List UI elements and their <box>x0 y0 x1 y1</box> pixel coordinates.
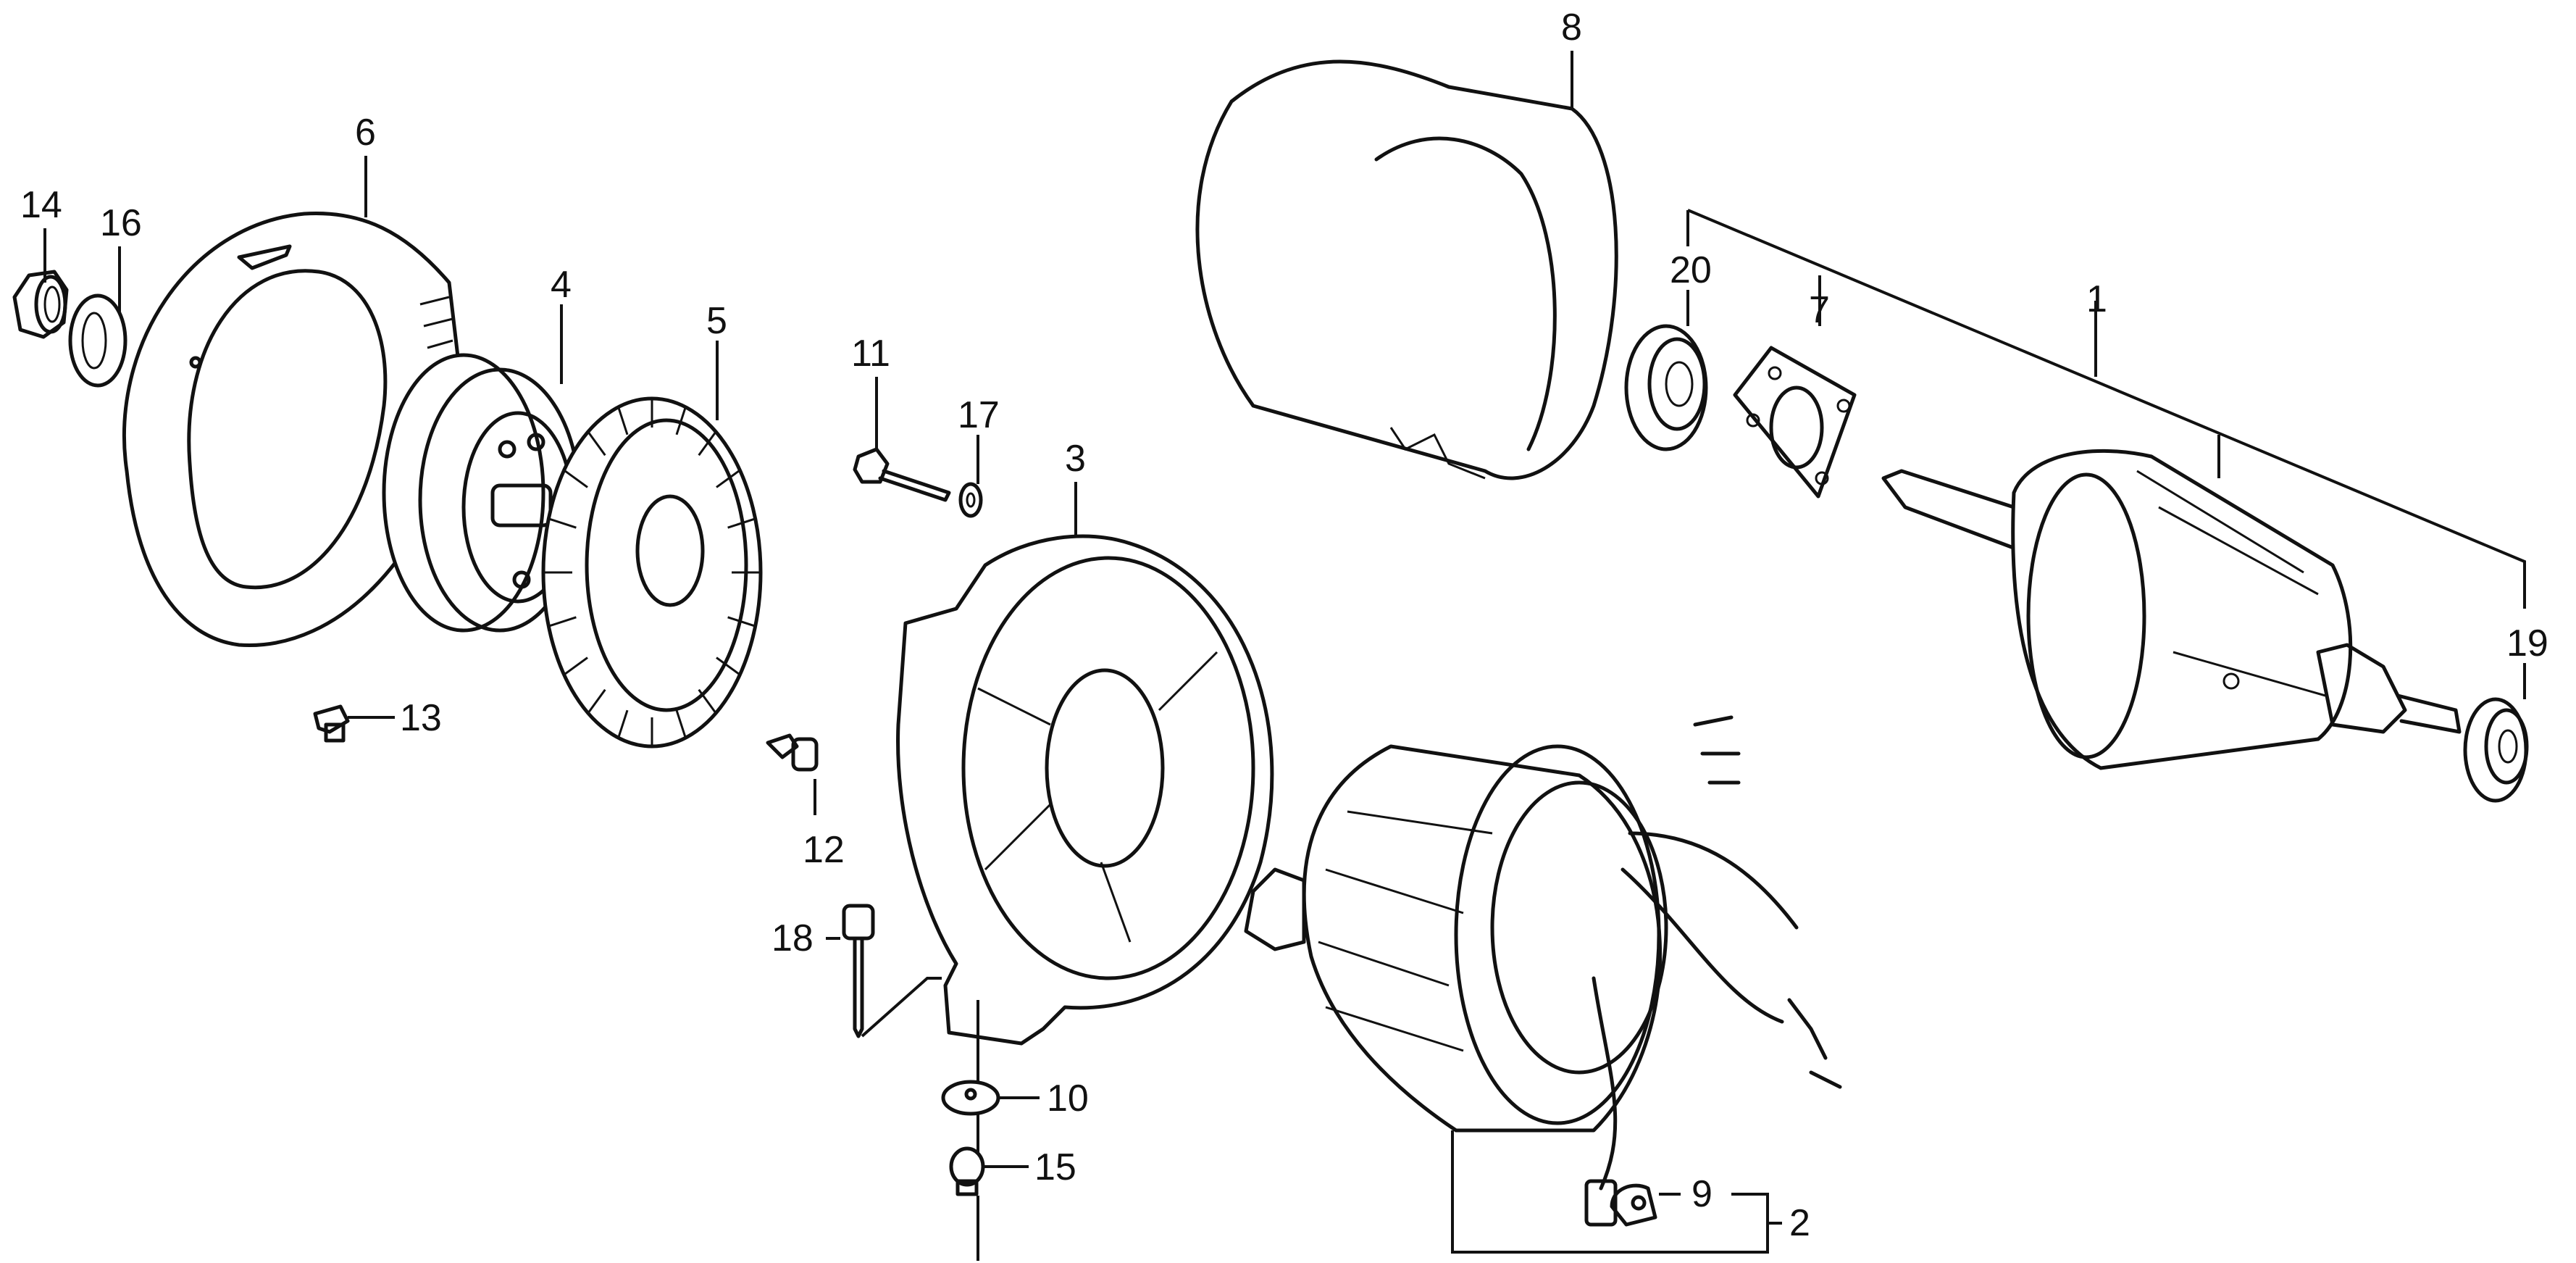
callout-6[interactable]: 6 <box>355 112 376 154</box>
fan-blade <box>727 517 756 529</box>
part-rear-bearing-19[interactable] <box>2463 697 2529 803</box>
fan-blades <box>543 399 761 746</box>
fan-blade <box>698 430 717 457</box>
callout-2[interactable]: 2 <box>1789 1202 1810 1244</box>
fan-blade <box>587 688 606 714</box>
callout-14[interactable]: 14 <box>20 184 62 226</box>
fan-blade <box>587 430 606 457</box>
part-front-bearing-20[interactable] <box>1624 324 1708 451</box>
part-cooling-fan-5[interactable] <box>541 396 763 749</box>
callout-19[interactable]: 19 <box>2506 622 2548 664</box>
fan-blade <box>675 407 687 435</box>
callout-11[interactable]: 11 <box>851 333 890 375</box>
part-rubber-mount-10[interactable] <box>941 1080 1000 1116</box>
callout-1[interactable]: 1 <box>2086 278 2107 320</box>
callout-20[interactable]: 20 <box>1670 249 1712 291</box>
part-rear-cover-band-8[interactable] <box>1195 59 1618 480</box>
part-wire-clamp-9[interactable] <box>1610 1183 1657 1227</box>
callout-12[interactable]: 12 <box>803 829 845 871</box>
fan-blade <box>727 616 756 628</box>
part-bolt-11[interactable] <box>853 447 951 502</box>
part-washer-16[interactable] <box>68 293 127 388</box>
callout-4[interactable]: 4 <box>551 264 572 306</box>
fan-blade <box>563 469 588 488</box>
callout-16[interactable]: 16 <box>100 202 142 244</box>
part-flange-nut-15[interactable] <box>949 1146 985 1196</box>
callout-13[interactable]: 13 <box>400 697 442 739</box>
part-rotor-assembly-1[interactable] <box>1881 449 2462 770</box>
fan-blade <box>548 517 577 529</box>
part-screw-13[interactable] <box>313 704 350 743</box>
fan-blade <box>548 616 577 628</box>
fan-blade <box>563 656 588 676</box>
part-screw-12[interactable] <box>766 733 819 772</box>
part-bearing-holder-plate-7[interactable] <box>1733 346 1857 499</box>
callout-15[interactable]: 15 <box>1034 1146 1076 1188</box>
part-flywheel-hub-4[interactable] <box>382 353 582 633</box>
callout-8[interactable]: 8 <box>1561 7 1582 49</box>
part-nut-14[interactable] <box>12 270 69 339</box>
leader-lines <box>43 51 2526 1261</box>
fan-blade <box>617 709 629 738</box>
fan-blade <box>698 688 717 714</box>
part-stator-2[interactable] <box>1302 715 1842 1227</box>
callout-9[interactable]: 9 <box>1691 1173 1713 1215</box>
callout-7[interactable]: 7 <box>1809 289 1830 331</box>
callout-10[interactable]: 10 <box>1047 1077 1089 1120</box>
fan-blade <box>716 656 741 676</box>
fan-blade <box>716 469 741 488</box>
callout-17[interactable]: 17 <box>958 394 1000 436</box>
callout-3[interactable]: 3 <box>1065 438 1086 480</box>
callout-18[interactable]: 18 <box>771 917 814 959</box>
part-long-bolt-18[interactable] <box>842 904 875 1038</box>
part-washer-17[interactable] <box>958 482 983 518</box>
fan-blade <box>617 407 629 435</box>
part-front-housing-3[interactable] <box>896 534 1306 1046</box>
fan-blade <box>675 709 687 738</box>
callout-5[interactable]: 5 <box>706 300 727 342</box>
callout-labels: 14 16 6 4 5 11 17 3 13 12 18 10 15 8 20 … <box>20 7 2548 1244</box>
